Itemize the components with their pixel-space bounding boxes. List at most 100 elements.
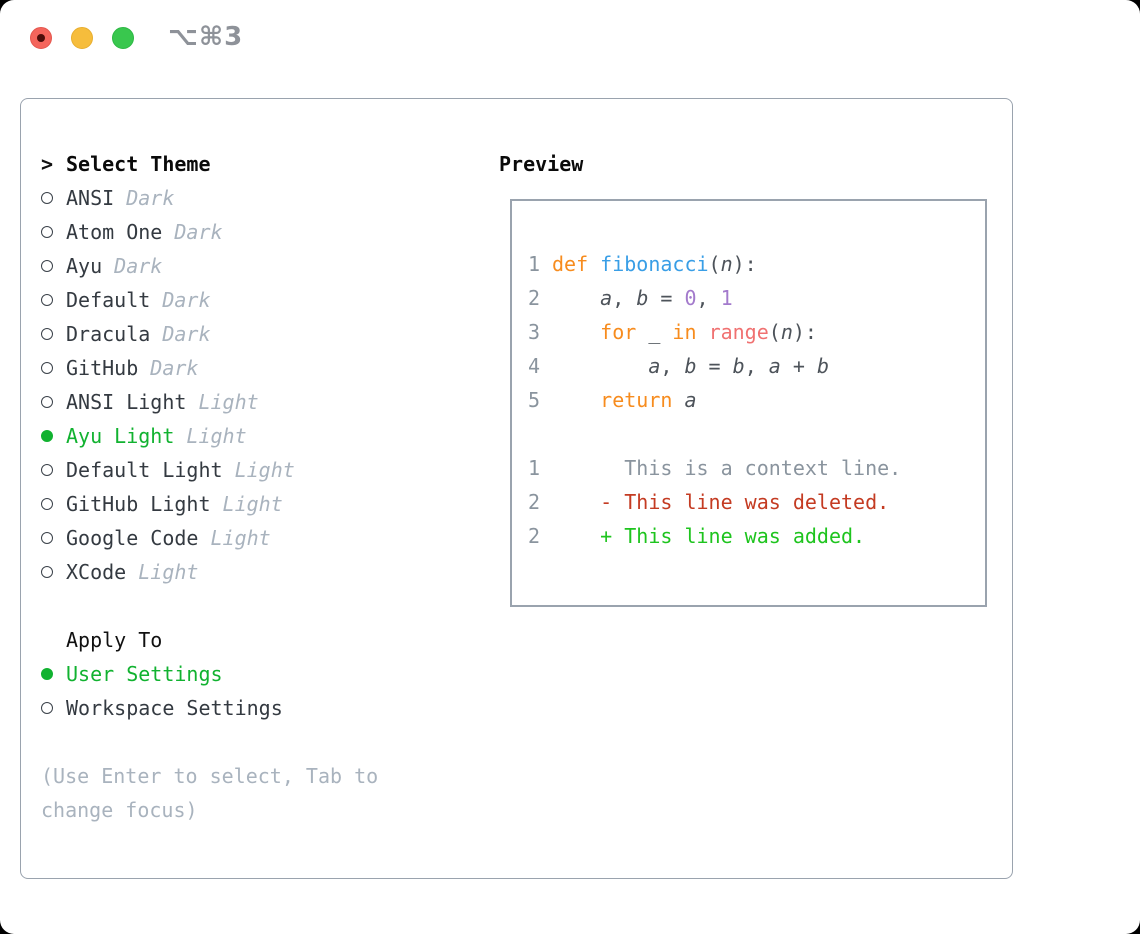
code-token: , <box>744 354 769 378</box>
code-token: in <box>672 320 697 344</box>
line-number: 2 <box>528 286 541 310</box>
code-token: a <box>768 354 781 378</box>
line-number: 1 <box>528 456 541 480</box>
preview-blank-line <box>528 417 985 451</box>
preview-line: 5 return a <box>528 383 985 417</box>
radio-selected-icon[interactable] <box>41 430 53 442</box>
spacer <box>41 725 499 759</box>
theme-item-github[interactable]: GitHub Dark <box>41 351 499 385</box>
code-token: b <box>816 354 829 378</box>
code-token: return <box>600 388 673 412</box>
titlebar: ⌥⌘3 <box>0 0 1140 74</box>
radio-cell <box>41 362 66 374</box>
minimize-button[interactable] <box>71 27 93 49</box>
theme-item-github-light[interactable]: GitHub Light Light <box>41 487 499 521</box>
spacer-char <box>198 526 210 550</box>
window-shortcut-label: ⌥⌘3 <box>168 22 244 52</box>
theme-variant-badge: Light <box>222 492 283 516</box>
radio-unselected-icon[interactable] <box>41 192 53 204</box>
spacer-char <box>174 424 186 448</box>
code-token: for <box>600 320 637 344</box>
preview-line: 4 a, b = b, a + b <box>528 349 985 383</box>
code-token: + <box>780 354 817 378</box>
code-token: ( <box>708 252 721 276</box>
code-token: 0 <box>684 286 697 310</box>
theme-variant-badge: Light <box>234 458 295 482</box>
theme-name: GitHub <box>66 356 139 380</box>
theme-item-atom-one[interactable]: Atom One Dark <box>41 215 499 249</box>
zoom-button[interactable] <box>112 27 134 49</box>
code-token: = <box>696 354 733 378</box>
radio-cell <box>41 566 66 578</box>
theme-variant-badge: Dark <box>126 186 175 210</box>
theme-name: XCode <box>66 560 127 584</box>
radio-unselected-icon[interactable] <box>41 566 53 578</box>
code-token: This is a context line. <box>552 456 902 480</box>
code-token: 1 <box>720 286 733 310</box>
theme-item-google-code[interactable]: Google Code Light <box>41 521 499 555</box>
radio-unselected-icon[interactable] <box>41 702 53 714</box>
radio-unselected-icon[interactable] <box>41 362 53 374</box>
code-token: , <box>660 354 685 378</box>
preview-line: 2 a, b = 0, 1 <box>528 281 985 315</box>
theme-item-dracula[interactable]: Dracula Dark <box>41 317 499 351</box>
theme-variant-badge: Dark <box>174 220 223 244</box>
header-caret-cell: > <box>41 152 66 176</box>
spacer-char <box>138 356 150 380</box>
theme-item-ansi-light[interactable]: ANSI Light Light <box>41 385 499 419</box>
spacer-char <box>162 220 174 244</box>
theme-name: GitHub Light <box>66 492 211 516</box>
code-token: range <box>708 320 769 344</box>
radio-cell <box>41 328 66 340</box>
theme-variant-badge: Dark <box>162 322 211 346</box>
close-button[interactable] <box>30 27 52 49</box>
code-token: b <box>636 286 649 310</box>
radio-cell <box>41 702 66 714</box>
radio-cell <box>41 396 66 408</box>
radio-unselected-icon[interactable] <box>41 294 53 306</box>
spacer-char <box>126 560 138 584</box>
radio-unselected-icon[interactable] <box>41 226 53 238</box>
theme-variant-badge: Light <box>198 390 259 414</box>
preview-title: Preview <box>499 152 584 176</box>
radio-unselected-icon[interactable] <box>41 464 53 476</box>
code-token: n <box>720 252 733 276</box>
code-token: _ <box>636 320 673 344</box>
radio-unselected-icon[interactable] <box>41 498 53 510</box>
apply-option-user-settings[interactable]: User Settings <box>41 657 499 691</box>
spacer-char <box>186 390 198 414</box>
theme-item-ansi[interactable]: ANSI Dark <box>41 181 499 215</box>
radio-selected-icon[interactable] <box>41 668 53 680</box>
radio-unselected-icon[interactable] <box>41 260 53 272</box>
close-button-dot-icon <box>37 34 45 42</box>
apply-option-workspace-settings[interactable]: Workspace Settings <box>41 691 499 725</box>
radio-unselected-icon[interactable] <box>41 532 53 544</box>
spacer-char <box>150 322 162 346</box>
radio-cell <box>41 498 66 510</box>
theme-name: ANSI Light <box>66 390 187 414</box>
code-token: - This line was deleted. <box>552 490 890 514</box>
theme-item-xcode[interactable]: XCode Light <box>41 555 499 589</box>
theme-name: Ayu <box>66 254 103 278</box>
code-token: b <box>732 354 745 378</box>
radio-cell <box>41 294 66 306</box>
code-token: b <box>684 354 697 378</box>
keyboard-hint: (Use Enter to select, Tab to change focu… <box>41 764 379 822</box>
preview-line: 1 This is a context line. <box>528 451 985 485</box>
code-token: + This line was added. <box>552 524 866 548</box>
traffic-lights <box>30 27 134 49</box>
spacer-char <box>150 288 162 312</box>
preview-line: 2 + This line was added. <box>528 519 985 553</box>
theme-item-default[interactable]: Default Dark <box>41 283 499 317</box>
theme-variant-badge: Light <box>186 424 247 448</box>
code-token: ( <box>768 320 781 344</box>
radio-unselected-icon[interactable] <box>41 328 53 340</box>
theme-item-ayu[interactable]: Ayu Dark <box>41 249 499 283</box>
theme-item-default-light[interactable]: Default Light Light <box>41 453 499 487</box>
radio-unselected-icon[interactable] <box>41 396 53 408</box>
theme-item-ayu-light[interactable]: Ayu Light Light <box>41 419 499 453</box>
